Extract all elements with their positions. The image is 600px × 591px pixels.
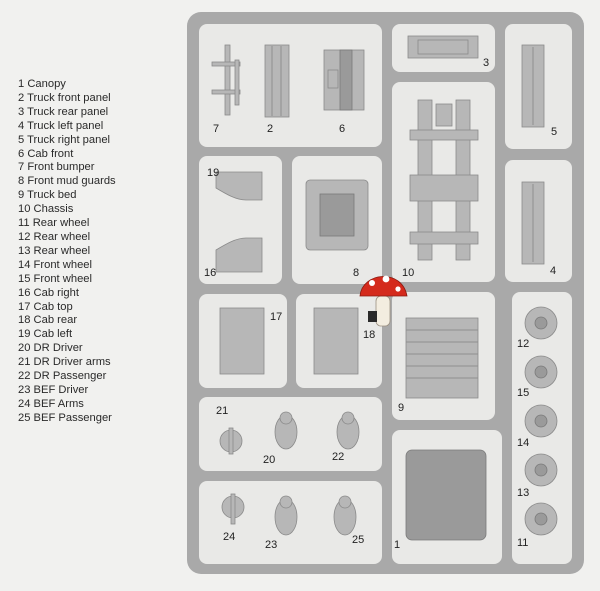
part-number: 24 <box>223 531 235 543</box>
parts-list-item: 4 Truck left panel <box>18 119 104 132</box>
parts-list-item: 14 Front wheel <box>18 258 93 271</box>
parts-list: 1 Canopy 2 Truck front panel 3 Truck rea… <box>18 78 116 426</box>
part-cab-rear <box>313 307 359 375</box>
part-bef-arms <box>221 493 245 525</box>
parts-list-item: 19 Cab left <box>18 328 73 341</box>
parts-list-item: 20 DR Driver <box>18 342 83 355</box>
parts-list-item: 1 Canopy <box>18 78 66 90</box>
parts-list-item: 9 Truck bed <box>18 189 77 202</box>
parts-list-item: 7 Front bumper <box>18 161 95 174</box>
part-number: 16 <box>204 267 216 279</box>
part-number: 19 <box>207 167 219 179</box>
part-number: 14 <box>517 437 529 449</box>
part-number: 11 <box>517 537 528 549</box>
part-number: 10 <box>402 267 414 279</box>
part-wheel-15 <box>524 355 558 389</box>
parts-list-item: 22 DR Passenger <box>18 370 107 383</box>
parts-list-item: 15 Front wheel <box>18 272 93 285</box>
part-bef-passenger <box>333 495 357 536</box>
parts-list-item: 23 BEF Driver <box>18 383 89 396</box>
part-cab-front <box>323 49 365 111</box>
parts-list-item: 3 Truck rear panel <box>18 105 109 118</box>
part-number: 9 <box>398 402 404 414</box>
part-cab-left <box>215 171 263 201</box>
part-number: 1 <box>394 539 400 551</box>
part-dr-driver-arms <box>219 427 243 455</box>
parts-list-item: 8 Front mud guards <box>18 175 116 188</box>
part-chassis <box>409 99 479 261</box>
part-canopy <box>405 449 487 541</box>
part-wheel-12 <box>524 306 558 340</box>
parts-list-item: 12 Rear wheel <box>18 230 91 243</box>
parts-list-item: 21 DR Driver arms <box>18 356 111 369</box>
part-truck-bed <box>405 317 479 399</box>
part-number: 8 <box>353 267 359 279</box>
part-front-bumper <box>211 44 241 116</box>
part-truck-right-panel <box>521 44 545 128</box>
part-truck-left-panel <box>521 181 545 265</box>
part-number: 20 <box>263 454 275 466</box>
part-number: 5 <box>551 126 557 138</box>
parts-list-item: 11 Rear wheel <box>18 217 90 230</box>
part-number: 21 <box>216 405 228 417</box>
part-number: 13 <box>517 487 529 499</box>
part-number: 22 <box>332 451 344 463</box>
mushroom-sticker-icon <box>359 275 408 327</box>
part-number: 6 <box>339 123 345 135</box>
part-wheel-11 <box>524 502 558 536</box>
part-dr-passenger <box>336 411 360 450</box>
parts-list-item: 6 Cab front <box>18 147 74 160</box>
part-cab-right <box>215 237 263 273</box>
part-number: 7 <box>213 123 219 135</box>
part-number: 3 <box>483 57 489 69</box>
parts-list-item: 24 BEF Arms <box>18 397 84 410</box>
part-cab-top <box>219 307 265 375</box>
parts-list-item: 25 BEF Passenger <box>18 411 112 424</box>
part-front-mud-guards <box>305 179 369 251</box>
part-number: 15 <box>517 387 529 399</box>
part-number: 23 <box>265 539 277 551</box>
part-number: 17 <box>270 311 282 323</box>
parts-list-item: 10 Chassis <box>18 203 74 216</box>
part-number: 2 <box>267 123 273 135</box>
part-dr-driver <box>274 411 298 450</box>
part-truck-front-panel <box>264 44 290 118</box>
parts-list-item: 5 Truck right panel <box>18 133 111 146</box>
parts-list-item: 2 Truck front panel <box>18 91 111 104</box>
part-wheel-14 <box>524 404 558 438</box>
parts-list-item: 18 Cab rear <box>18 314 78 327</box>
part-number: 18 <box>363 329 375 341</box>
parts-list-item: 16 Cab right <box>18 286 79 299</box>
parts-list-item: 13 Rear wheel <box>18 244 91 257</box>
parts-list-item: 17 Cab top <box>18 300 73 313</box>
part-number: 25 <box>352 534 364 546</box>
part-number: 12 <box>517 338 529 350</box>
part-number: 4 <box>550 265 556 277</box>
part-truck-rear-panel <box>407 35 479 59</box>
part-wheel-13 <box>524 453 558 487</box>
part-bef-driver <box>274 495 298 536</box>
